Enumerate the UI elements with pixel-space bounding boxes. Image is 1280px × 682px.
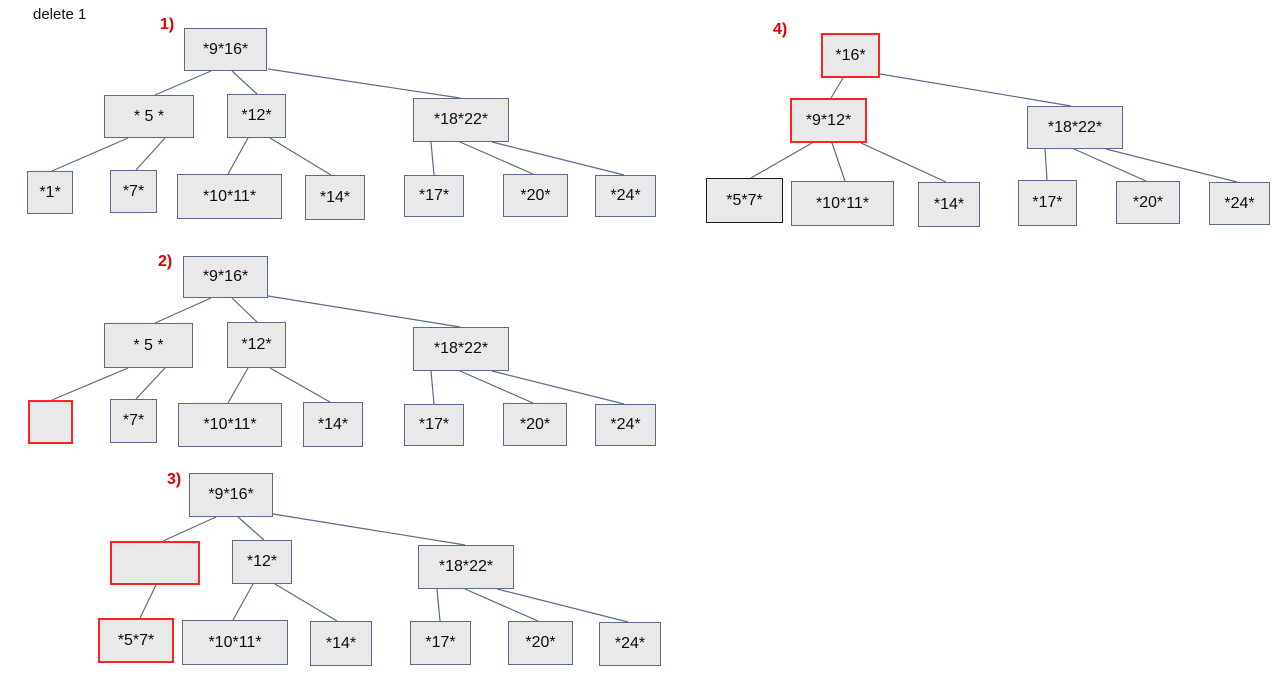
t3-leaf-24: *24*: [599, 622, 661, 666]
t2-node-9-16: *9*16*: [183, 256, 268, 298]
t2-leaf-20: *20*: [503, 403, 567, 446]
t1-node-18-22: *18*22*: [413, 98, 509, 142]
edge: [272, 513, 466, 546]
edge: [51, 137, 129, 172]
edge: [274, 583, 338, 622]
t2-node-18-22: *18*22*: [413, 327, 509, 371]
t2-leaf-10-11: *10*11*: [178, 403, 282, 447]
edge: [831, 142, 846, 182]
edge: [860, 142, 947, 183]
t4-leaf-24: *24*: [1209, 182, 1270, 225]
page-title: delete 1: [33, 6, 87, 23]
edge: [1044, 148, 1048, 181]
t2-leaf-17: *17*: [404, 404, 464, 446]
edge: [464, 588, 539, 622]
t2-leaf-empty-deleted: [28, 400, 73, 444]
edge: [430, 141, 435, 176]
t3-leaf-14: *14*: [310, 621, 372, 666]
edge: [154, 297, 212, 324]
t3-node-9-16: *9*16*: [189, 473, 273, 517]
t2-leaf-24: *24*: [595, 404, 656, 446]
t4-node-18-22: *18*22*: [1027, 106, 1123, 149]
edge: [750, 142, 813, 179]
edge: [237, 516, 265, 541]
t3-node-12: *12*: [232, 540, 292, 584]
t2-leaf-7: *7*: [110, 399, 157, 443]
t4-leaf-17: *17*: [1018, 180, 1077, 226]
edge: [830, 77, 844, 99]
edge: [491, 370, 625, 405]
edge: [436, 588, 441, 622]
t4-leaf-14: *14*: [918, 182, 980, 227]
t3-node-18-22: *18*22*: [418, 545, 514, 589]
step2-label: 2): [158, 253, 173, 270]
t4-node-16: *16*: [821, 33, 880, 78]
step4-label: 4): [773, 21, 788, 38]
t3-node-empty: [110, 541, 200, 585]
t4-leaf-5-7: *5*7*: [706, 178, 783, 223]
edge: [267, 295, 461, 328]
edge: [430, 370, 435, 405]
t1-node-9-16: *9*16*: [184, 28, 267, 71]
edge: [267, 68, 461, 99]
t3-leaf-20: *20*: [508, 621, 573, 665]
edge: [232, 583, 254, 621]
t1-leaf-17: *17*: [404, 175, 464, 217]
t1-node-12: *12*: [227, 94, 286, 138]
edge: [459, 370, 534, 404]
step3-label: 3): [167, 471, 182, 488]
edge: [459, 141, 534, 175]
t4-leaf-10-11: *10*11*: [791, 181, 894, 226]
edge: [1073, 148, 1147, 182]
edge: [51, 367, 129, 401]
t3-leaf-17: *17*: [410, 621, 471, 665]
edge: [231, 70, 258, 95]
t2-node-12: *12*: [227, 322, 286, 368]
t3-leaf-5-7: *5*7*: [98, 618, 174, 663]
t2-node-5: * 5 *: [104, 323, 193, 368]
edge: [231, 297, 258, 323]
t4-node-9-12: *9*12*: [790, 98, 867, 143]
edge: [269, 367, 331, 403]
t1-leaf-20: *20*: [503, 174, 568, 217]
edge: [135, 137, 166, 171]
t4-leaf-20: *20*: [1116, 181, 1180, 224]
edge: [227, 367, 249, 404]
t1-leaf-7: *7*: [110, 170, 157, 213]
edge: [269, 137, 332, 176]
edge: [162, 516, 217, 542]
t1-leaf-1: *1*: [27, 171, 73, 214]
t1-leaf-24: *24*: [595, 175, 656, 217]
edge: [154, 70, 212, 96]
edge: [227, 137, 249, 175]
t2-leaf-14: *14*: [303, 402, 363, 447]
edge: [496, 588, 629, 623]
edge: [1105, 148, 1238, 183]
t1-leaf-14: *14*: [305, 175, 365, 220]
t1-node-5: * 5 *: [104, 95, 194, 138]
edge: [135, 367, 166, 400]
edge: [879, 73, 1072, 107]
t1-leaf-10-11: *10*11*: [177, 174, 282, 219]
edge: [139, 584, 157, 619]
t3-leaf-10-11: *10*11*: [182, 620, 288, 665]
edge: [491, 141, 625, 176]
step1-label: 1): [160, 16, 175, 33]
